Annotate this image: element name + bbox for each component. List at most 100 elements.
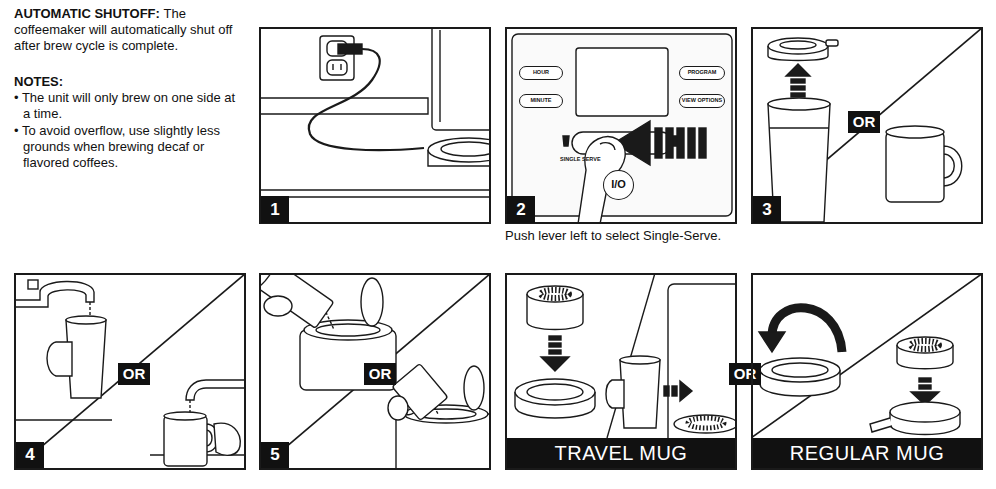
plug-in-illustration-part — [320, 36, 354, 80]
pour-water-illustration-part — [361, 278, 383, 326]
mug-choice-illustration — [752, 28, 982, 223]
regular-mug-illustration-part — [919, 385, 931, 389]
plug-in-illustration-part — [309, 49, 424, 150]
control-panel-illustration-part — [655, 128, 662, 158]
travel-mug-illustration-part — [672, 386, 677, 396]
mug-band: REGULAR MUG — [753, 438, 981, 468]
faucet-fill-illustration — [15, 274, 245, 469]
step-number: 4 — [16, 442, 44, 468]
travel-mug-illustration-part — [674, 415, 736, 433]
step-panel: 4 OR — [14, 273, 246, 470]
control-panel-illustration-part — [563, 136, 569, 146]
or-badge: OR — [118, 363, 150, 385]
step-panel: REGULAR MUG — [751, 273, 983, 470]
regular-mug-illustration-part — [890, 402, 960, 422]
pour-water-illustration-part-part — [260, 274, 278, 289]
travel-mug-illustration-part — [527, 286, 583, 302]
power-button: I/O — [603, 170, 634, 200]
travel-mug-illustration-part — [606, 380, 624, 408]
plug-in-illustration-part — [333, 64, 341, 70]
travel-mug-illustration-part — [668, 284, 736, 438]
faucet-fill-illustration-part — [15, 274, 245, 469]
travel-mug-illustration-part — [620, 356, 660, 364]
control-panel-illustration — [512, 34, 732, 223]
note-heading: NOTES: — [14, 74, 63, 89]
mug-choice-illustration-part — [791, 93, 805, 97]
pour-water-illustration-part — [260, 274, 334, 328]
pour-water-illustration-part — [326, 312, 334, 330]
faucet-fill-illustration-part — [164, 416, 207, 466]
travel-mug-illustration-part — [527, 384, 583, 400]
button-label: PROGRAM — [680, 67, 724, 79]
pour-water-illustration-part-part — [260, 274, 334, 328]
control-button: PROGRAM — [679, 66, 725, 80]
travel-mug-illustration-part — [549, 350, 561, 354]
mug-choice-illustration-part — [786, 64, 810, 76]
faucet-fill-illustration-part — [15, 419, 112, 420]
plug-in-illustration-part — [260, 190, 490, 197]
mug-choice-illustration-part — [752, 28, 982, 223]
step-number: 3 — [753, 196, 781, 223]
travel-mug-illustration-part — [620, 360, 660, 428]
button-label: VIEW OPTIONS — [680, 95, 724, 107]
plug-in-illustration-part — [327, 60, 347, 75]
step-panel: 3OR — [751, 27, 983, 224]
control-button: MINUTE — [519, 94, 563, 108]
control-panel-illustration-part — [600, 143, 615, 150]
step-caption: Push lever left to select Single-Serve. — [505, 228, 727, 244]
step-number: 2 — [507, 196, 535, 223]
regular-mug-illustration-part — [911, 341, 939, 349]
mug-choice-illustration-part — [791, 86, 805, 90]
control-panel-illustration-part — [677, 128, 684, 158]
step-number: 5 — [261, 442, 289, 468]
mug-choice-illustration-part — [943, 146, 962, 186]
pour-water-illustration-part — [388, 396, 408, 420]
regular-mug-illustration-part — [759, 332, 785, 352]
regular-mug-illustration-part — [760, 358, 840, 382]
pour-water-illustration-part — [264, 296, 292, 316]
faucet-fill-illustration-part — [66, 316, 106, 324]
note-paragraph: SINGLE SERVE — [560, 156, 620, 163]
travel-mug-illustration-part — [549, 336, 561, 340]
step-panel: ORTRAVEL MUG — [505, 273, 737, 470]
plug-in-illustration — [260, 28, 490, 197]
note-paragraph: NOTES: — [14, 74, 236, 90]
control-panel-illustration-part — [512, 34, 732, 216]
travel-mug-illustration-part — [664, 386, 669, 396]
faucet-fill-illustration-part — [186, 380, 245, 400]
lever-label: SINGLE SERVE — [560, 156, 601, 162]
travel-mug-illustration-part — [541, 357, 569, 371]
note-paragraph: • The unit will only brew on one side at… — [14, 90, 245, 122]
button-label: HOUR — [520, 67, 562, 79]
plug-in-illustration-part — [439, 30, 440, 122]
pour-water-illustration — [260, 274, 490, 469]
regular-mug-illustration-part — [752, 274, 982, 438]
note-heading: AUTOMATIC SHUTOFF: — [14, 6, 160, 21]
regular-mug-illustration-part — [897, 337, 953, 353]
faucet-fill-illustration-part — [28, 280, 38, 289]
mug-choice-illustration-part — [791, 79, 805, 83]
faucet-fill-illustration-part — [164, 412, 206, 420]
regular-mug-illustration-part — [870, 418, 892, 432]
travel-mug-illustration-part — [549, 343, 561, 347]
mug-choice-illustration-part — [780, 41, 816, 49]
plug-in-illustration-part — [441, 142, 490, 156]
step-panel: 1 — [259, 27, 491, 224]
mug-choice-illustration-part — [769, 127, 829, 128]
travel-mug-illustration-part — [541, 290, 569, 298]
mug-choice-illustration-part — [886, 132, 944, 202]
regular-mug-illustration-part — [772, 308, 842, 352]
travel-mug-illustration-part — [680, 381, 692, 401]
note-bullet: • To avoid overflow, use slightly less g… — [14, 123, 220, 170]
plug-in-illustration-part — [432, 28, 490, 130]
or-badge: OR — [364, 363, 396, 385]
or-badge: OR — [729, 363, 761, 385]
travel-mug-illustration-part — [688, 418, 724, 428]
control-panel-illustration-part — [688, 128, 695, 158]
note-paragraph: • To avoid overflow, use slightly less g… — [14, 123, 235, 171]
control-button: HOUR — [519, 66, 563, 80]
button-label: MINUTE — [520, 95, 562, 107]
